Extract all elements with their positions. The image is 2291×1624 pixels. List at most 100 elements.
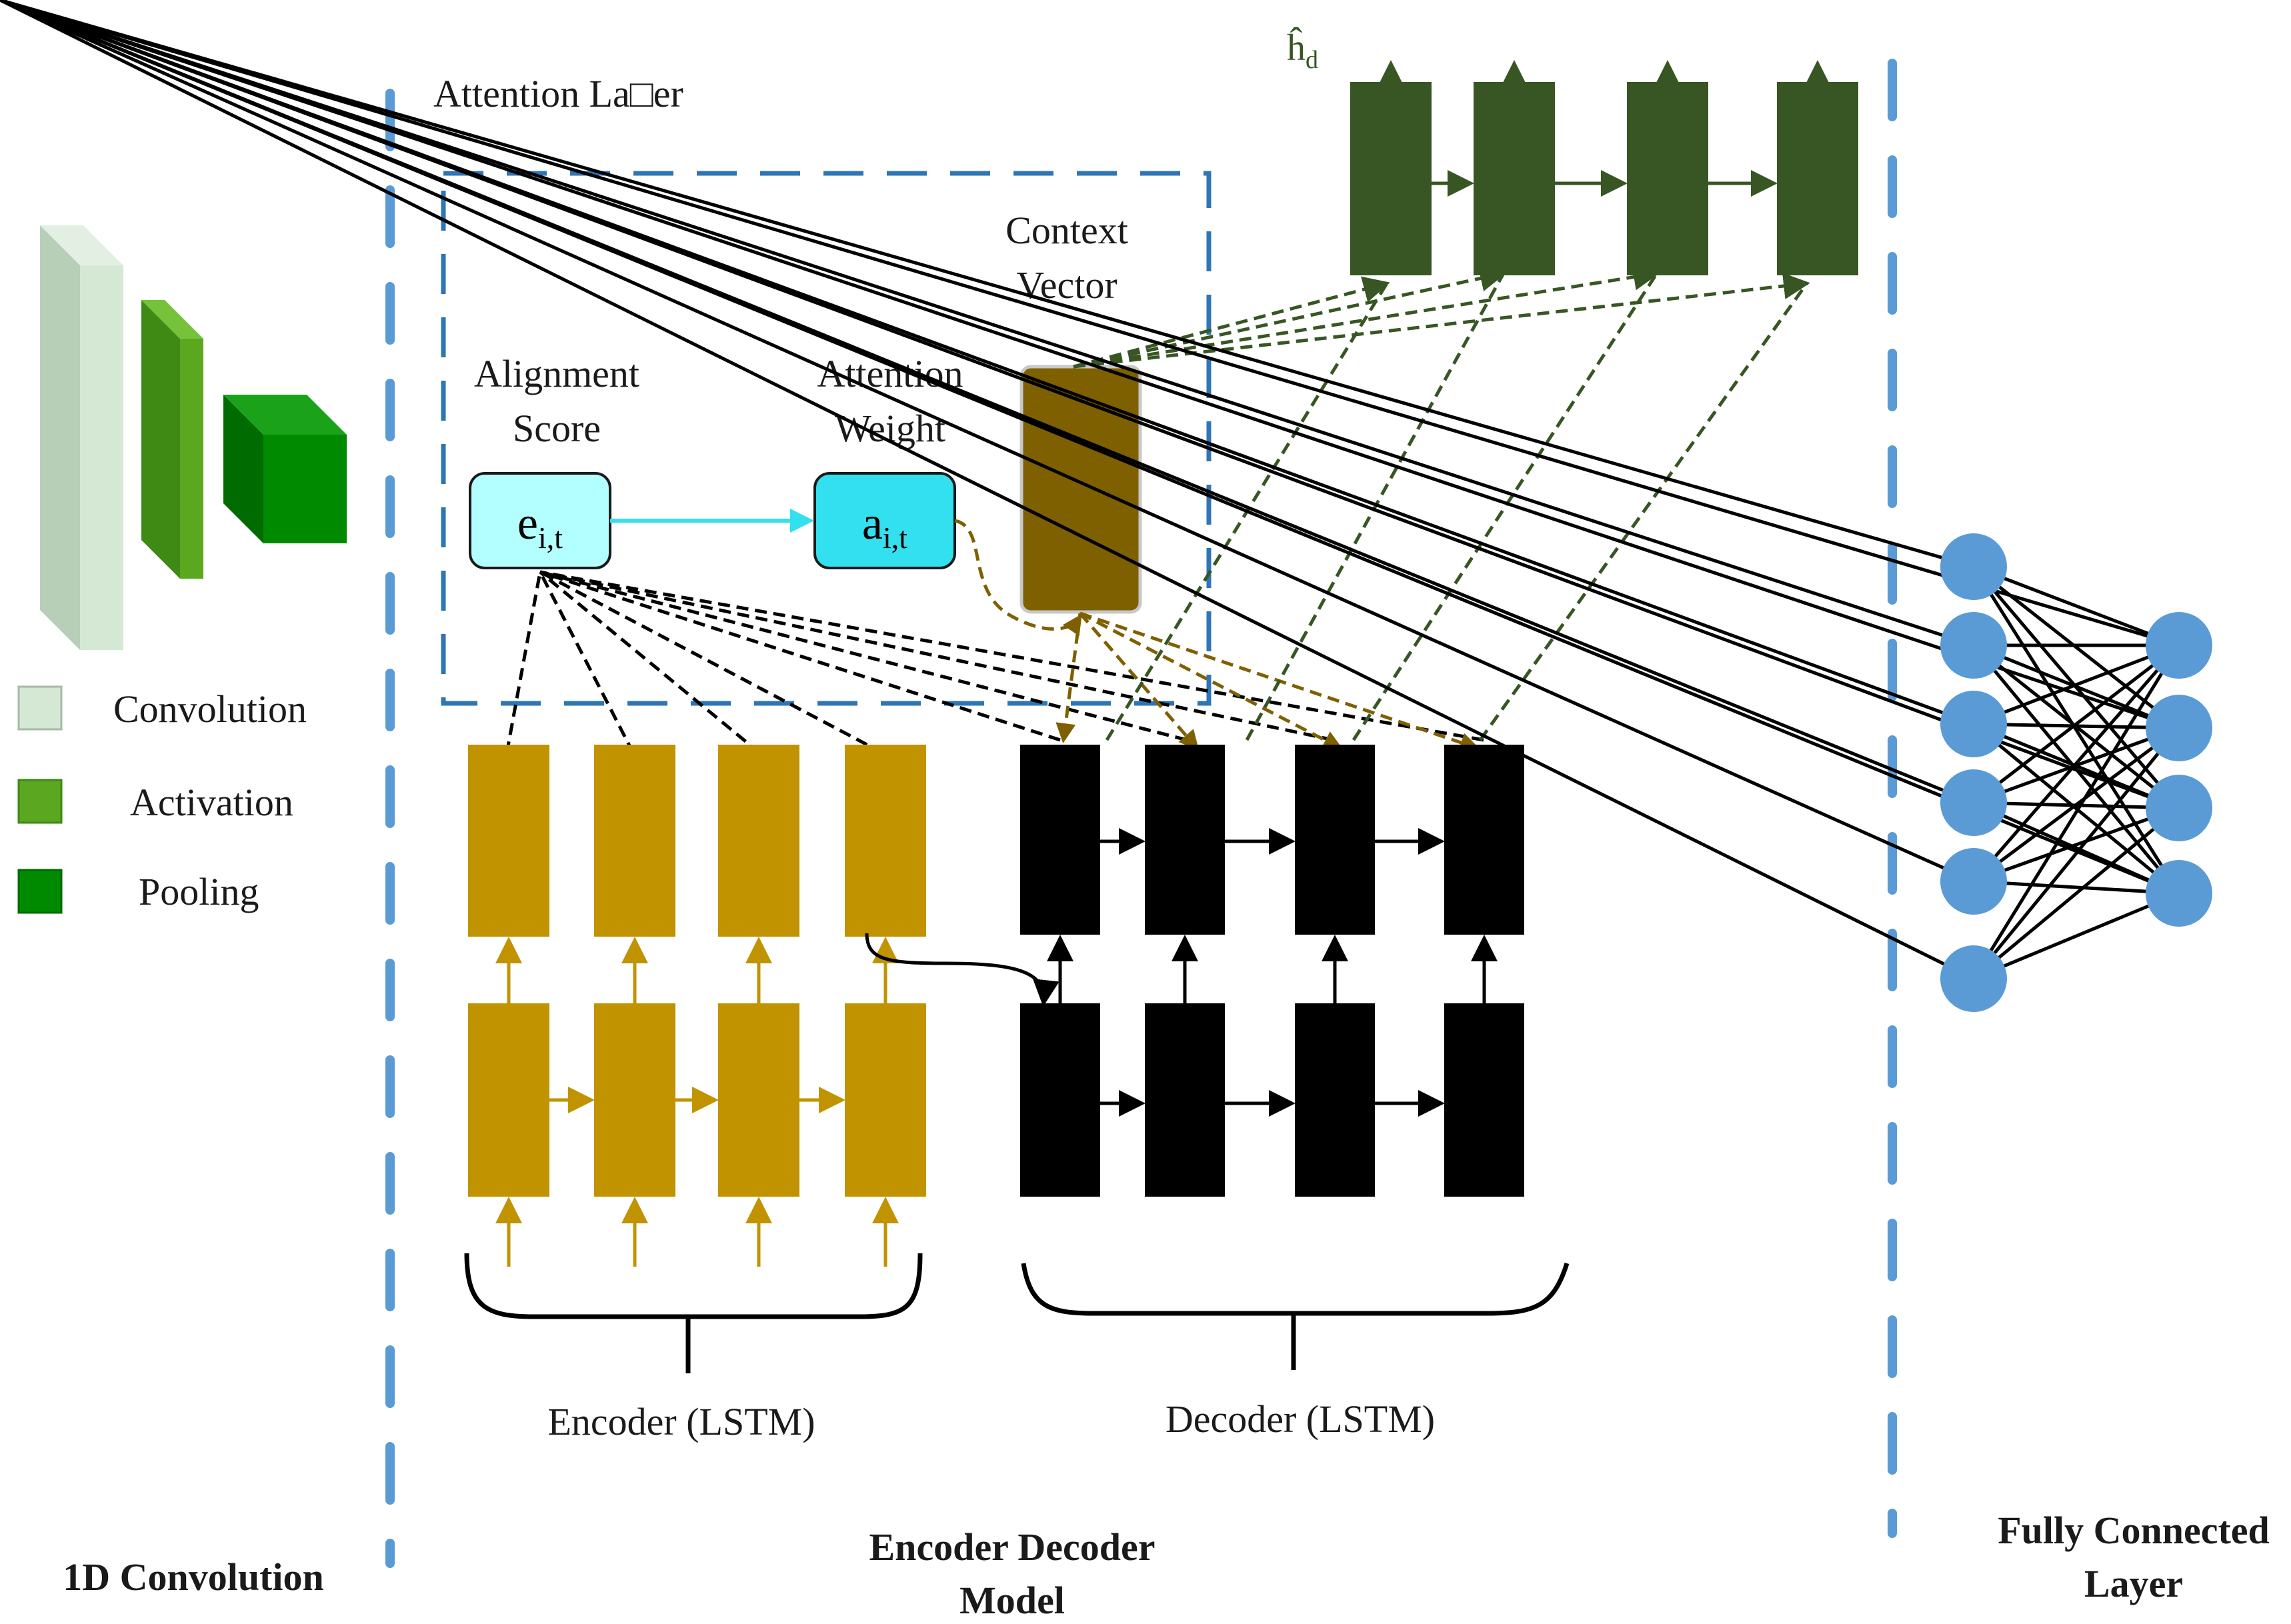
fc-input-neuron-6: [1940, 945, 2007, 1012]
output-cell-4: [1777, 82, 1858, 275]
activation-swatch: [17, 779, 63, 824]
fc-input-neuron-2: [1940, 612, 2007, 679]
output-cell-2: [1474, 82, 1555, 275]
decoder-top-cell-4: [1444, 745, 1524, 935]
decoder-bottom-cell-3: [1295, 1003, 1375, 1197]
fc-edge: [1972, 644, 2180, 883]
fc-output-neuron-2: [2146, 695, 2212, 761]
fc-edge: [1973, 643, 2180, 726]
decoder-bottom-cell-4: [1444, 1003, 1524, 1197]
fully-connected-network: [0, 0, 2212, 1012]
context-vector-label-line2: Vector: [1016, 263, 1117, 307]
convolution-swatch: [17, 685, 63, 731]
conv-stack: [40, 225, 347, 650]
encoder-top-cell-1: [468, 745, 549, 937]
fc-output-neuron-4: [2146, 860, 2212, 927]
encoder-top-cell-3: [718, 745, 799, 937]
attention-weight-symbol: ai,t: [862, 498, 907, 555]
fc-edge: [1972, 644, 2181, 980]
fc-edge: [1972, 644, 2180, 895]
fc-output-neuron-1: [2146, 612, 2212, 679]
legend: Convolution Activation Pooling: [17, 685, 307, 914]
fc-edge: [1972, 644, 2180, 804]
legend-label-activation: Activation: [130, 781, 293, 824]
decoder-bottom-cells: [1020, 1003, 1524, 1197]
output-symbol: ĥd: [1287, 26, 1318, 74]
activation-slab: [141, 300, 203, 579]
legend-label-convolution: Convolution: [113, 687, 307, 731]
fc-edge: [0, 0, 2180, 730]
pooling-swatch: [17, 869, 63, 914]
section-title-encdec-line1: Encoder Decoder: [869, 1525, 1156, 1569]
fc-input-neuron-3: [1940, 691, 2007, 757]
legend-item-activation: Activation: [17, 779, 293, 824]
alignment-score-label-line2: Score: [513, 407, 601, 450]
pooling-slab: [223, 395, 347, 543]
fc-input-neurons: [1940, 533, 2007, 1012]
decoder-brace: [1021, 1262, 1570, 1316]
fc-input-neuron-4: [1940, 769, 2007, 836]
fc-edge: [1973, 643, 2180, 730]
output-cell-1: [1350, 82, 1432, 275]
legend-item-convolution: Convolution: [17, 685, 307, 731]
decoder-top-cell-1: [1020, 745, 1100, 935]
alignment-inputs: [505, 570, 1484, 755]
decoder-arrows: [1047, 828, 1498, 1117]
section-title-fc-line2: Layer: [2084, 1562, 2183, 1605]
output-cells: [1350, 82, 1858, 275]
fc-edge: [1972, 801, 2180, 895]
fc-edge: [0, 0, 2180, 647]
attention-weight-label-line1: Attention: [817, 352, 963, 395]
fc-edge: [1973, 565, 2180, 647]
fc-edge: [1973, 879, 2180, 895]
decoder-bottom-cell-1: [1020, 1003, 1100, 1197]
attention-layer-box: [441, 171, 1212, 706]
encoder-top-cells: [468, 745, 926, 937]
encoder-brace: [464, 1253, 923, 1319]
section-title-fc-line1: Fully Connected: [1998, 1509, 2270, 1552]
fc-edge: [1972, 807, 2180, 980]
fc-edge: [1973, 891, 2180, 981]
section-title-encdec-line2: Model: [959, 1579, 1065, 1622]
encoder-arrows: [495, 937, 899, 1267]
legend-label-pooling: Pooling: [139, 870, 259, 913]
encoder-top-cell-2: [594, 745, 675, 937]
fc-edge: [0, 0, 1974, 726]
attention-layer-title: Attention La□er: [433, 72, 683, 115]
encoder-bottom-cell-1: [468, 1003, 549, 1197]
encoder-bottom-cell-3: [718, 1003, 799, 1197]
decoder-top-cells: [1020, 745, 1524, 935]
fc-edge: [1972, 723, 2180, 895]
output-layer: ĥd: [1287, 26, 1858, 275]
encoder-bottom-cells: [468, 1003, 926, 1197]
fc-edges: [0, 0, 2181, 981]
fc-output-neuron-3: [2146, 775, 2212, 841]
encoder-top-cell-4: [845, 745, 926, 937]
fc-edge: [1972, 565, 2181, 895]
alignment-score-symbol: ei,t: [517, 498, 563, 555]
context-vector-label-line1: Context: [1005, 209, 1128, 252]
alignment-score-label-line1: Alignment: [474, 352, 639, 395]
weight-to-context-arrow: [954, 519, 1082, 637]
encoder-label: Encoder (LSTM): [547, 1400, 815, 1443]
fc-edge: [0, 0, 1974, 569]
decoder-top-cell-2: [1145, 745, 1225, 935]
encoder-bottom-cell-4: [845, 1003, 926, 1197]
encoder-bottom-cell-2: [594, 1003, 675, 1197]
decoder-label: Decoder (LSTM): [1166, 1397, 1435, 1441]
context-vector-node: [1019, 365, 1142, 614]
fc-edge: [0, 0, 1974, 805]
fc-edge: [1973, 806, 2180, 883]
fc-output-neurons: [2146, 612, 2212, 927]
decoder: Decoder (LSTM): [865, 745, 1570, 1441]
section-title-conv: 1D Convolution: [63, 1555, 324, 1599]
output-links: [1073, 263, 1810, 741]
fc-edge: [0, 0, 1975, 981]
fc-edge: [1972, 726, 2180, 883]
fc-input-neuron-5: [1940, 848, 2007, 915]
encoder-to-decoder-arrow: [865, 933, 1059, 1007]
legend-item-pooling: Pooling: [17, 869, 259, 914]
output-arrows: [1378, 60, 1831, 197]
convolution-slab: [40, 225, 123, 650]
